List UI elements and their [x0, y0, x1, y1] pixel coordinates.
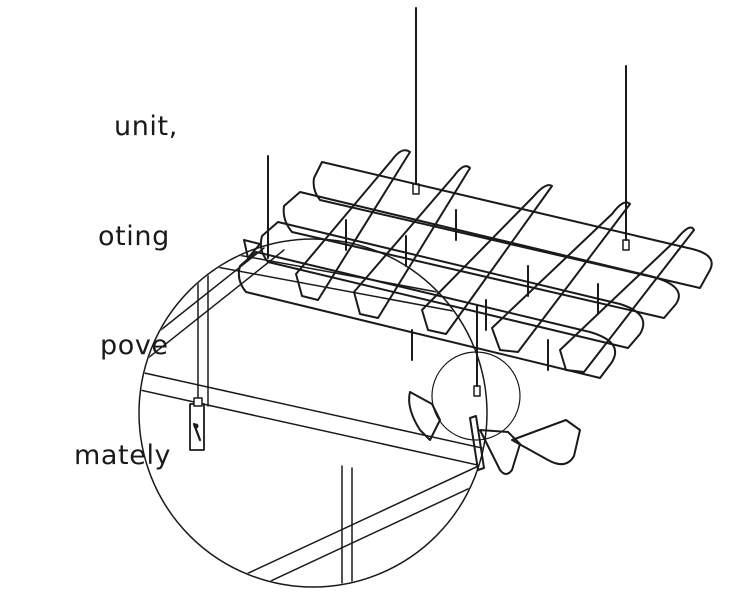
- magnified-detail: [138, 238, 488, 588]
- magnified-rail: [140, 247, 265, 411]
- hanger-bracket-icon: [189, 397, 205, 451]
- hanger-bracket-icon: [622, 239, 630, 251]
- front-fin: [511, 419, 581, 466]
- suspension-cables: [267, 7, 627, 387]
- cross-blade: [491, 201, 631, 353]
- cross-blade: [295, 149, 411, 301]
- long-blade: [243, 239, 261, 259]
- cross-blade: [421, 184, 553, 335]
- instruction-line-4: mately: [74, 439, 172, 471]
- long-blade: [282, 191, 680, 319]
- magnified-rail: [211, 455, 486, 586]
- cross-blade: [559, 226, 695, 373]
- instruction-line-2: oting: [98, 220, 170, 252]
- long-blade: [259, 221, 645, 349]
- magnified-panel: [207, 563, 245, 586]
- baffle-grid: [237, 149, 713, 475]
- front-fin: [469, 415, 485, 471]
- magnified-rail: [140, 371, 486, 453]
- instruction-text: unit, oting pove mately: [0, 36, 178, 511]
- instruction-line-1: unit,: [114, 111, 178, 142]
- long-blade: [312, 161, 713, 289]
- magnified-rail: [189, 261, 481, 317]
- magnified-rail: [140, 249, 285, 421]
- cross-blade: [353, 165, 471, 319]
- magnified-detail-circle: [138, 238, 488, 588]
- front-fin: [479, 429, 521, 475]
- hanger-bracket-icon: [473, 385, 481, 397]
- front-fin: [408, 391, 441, 441]
- long-blade: [237, 251, 617, 379]
- magnified-rail: [229, 473, 486, 586]
